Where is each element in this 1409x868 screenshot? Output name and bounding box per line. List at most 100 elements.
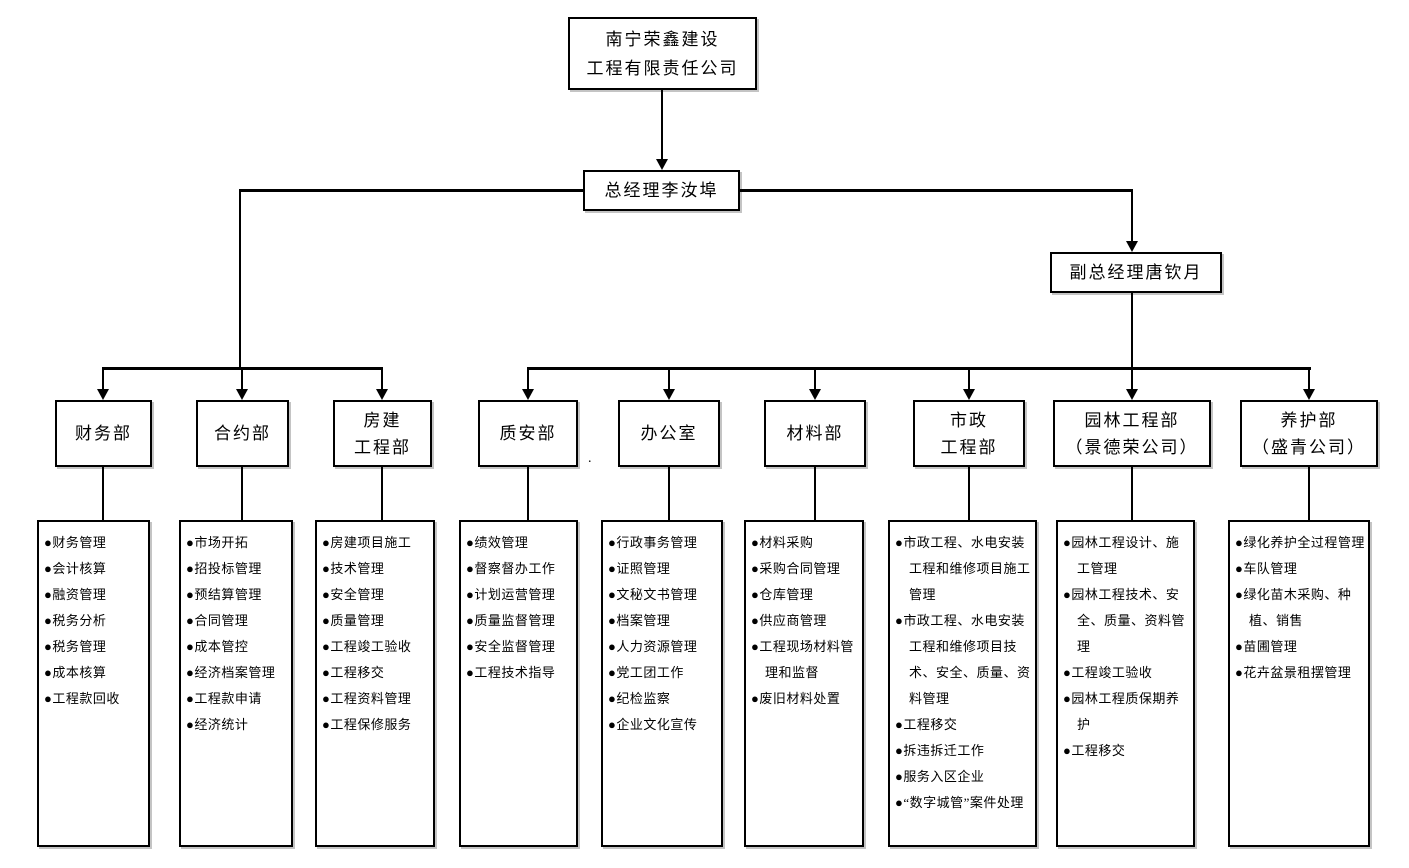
responsibility-item: ●采购合同管理 [751, 561, 841, 576]
responsibility-item: ●成本管控 [186, 639, 249, 654]
dept-box-finance: 财务部 [55, 400, 152, 467]
deputy-general-manager-box: 副总经理唐钦月 [1050, 252, 1222, 293]
responsibility-item: ●会计核算 [44, 561, 107, 576]
connector-gm-left [239, 189, 585, 192]
general-manager-box: 总经理李汝埠 [583, 170, 740, 211]
responsibility-item: ●绿化苗木采购、种植、销售 [1235, 587, 1352, 628]
responsibility-item: ●行政事务管理 [608, 535, 698, 550]
responsibility-item: ●财务管理 [44, 535, 107, 550]
connector-stem [241, 368, 243, 390]
responsibility-item: ●园林工程质保期养护 [1063, 691, 1180, 732]
responsibility-item: ●成本核算 [44, 665, 107, 680]
responsibility-item: ●安全监督管理 [466, 639, 556, 654]
dept-box-quality-safety: 质安部 [478, 400, 578, 467]
responsibility-item: ●房建项目施工 [322, 535, 412, 550]
dept-box-office: 办公室 [618, 400, 720, 467]
responsibility-item: ●质量监督管理 [466, 613, 556, 628]
responsibility-item: ●工程竣工验收 [322, 639, 412, 654]
responsibility-item: ●文秘文书管理 [608, 587, 698, 602]
responsibility-item: ●工程保修服务 [322, 717, 412, 732]
responsibility-item: ●苗圃管理 [1235, 639, 1298, 654]
dept-details-finance: ●财务管理●会计核算●融资管理●税务分析●税务管理●成本核算●工程款回收 [37, 520, 150, 847]
responsibility-item: ●计划运营管理 [466, 587, 556, 602]
responsibility-item: ●市政工程、水电安装工程和维修项目技术、安全、质量、资料管理 [895, 613, 1031, 706]
responsibility-item: ●纪检监察 [608, 691, 671, 706]
connector-dept-details [1308, 467, 1310, 520]
connector-dept-details [1131, 467, 1133, 520]
dept-details-contract: ●市场开拓●招投标管理●预结算管理●合同管理●成本管控●经济档案管理●工程款申请… [179, 520, 293, 847]
arrowhead-down [376, 389, 388, 400]
connector-stem [1308, 368, 1310, 390]
responsibility-item: ●供应商管理 [751, 613, 827, 628]
responsibility-item: ●材料采购 [751, 535, 814, 550]
connector-dept-details [102, 467, 104, 520]
responsibility-item: ●合同管理 [186, 613, 249, 628]
arrowhead-down [1126, 241, 1138, 252]
company-root-box: 南宁荣鑫建设 工程有限责任公司 [568, 17, 757, 90]
responsibility-item: ●人力资源管理 [608, 639, 698, 654]
responsibility-item: ●废旧材料处置 [751, 691, 841, 706]
connector-stem [381, 368, 383, 390]
connector-dept-details [814, 467, 816, 520]
dept-details-maintenance: ●绿化养护全过程管理●车队管理●绿化苗木采购、种植、销售●苗圃管理●花卉盆景租摆… [1228, 520, 1370, 847]
responsibility-item: ●花卉盆景租摆管理 [1235, 665, 1352, 680]
responsibility-item: ●工程竣工验收 [1063, 665, 1153, 680]
responsibility-item: ●技术管理 [322, 561, 385, 576]
responsibility-item: ●市政工程、水电安装工程和维修项目施工管理 [895, 535, 1031, 602]
dept-box-contract: 合约部 [196, 400, 289, 467]
stray-dot: . [588, 451, 592, 466]
dept-details-materials: ●材料采购●采购合同管理●仓库管理●供应商管理●工程现场材料管理和监督●废旧材料… [744, 520, 864, 847]
connector-dept-details [527, 467, 529, 520]
connector-dept-details [668, 467, 670, 520]
responsibility-item: ●拆违拆迁工作 [895, 743, 985, 758]
connector-bar-right-depts [527, 367, 1311, 370]
connector-gm-right [738, 189, 1133, 192]
responsibility-item: ●质量管理 [322, 613, 385, 628]
responsibility-item: ●证照管理 [608, 561, 671, 576]
connector-dept-details [381, 467, 383, 520]
arrowhead-down [663, 389, 675, 400]
responsibility-item: ●税务分析 [44, 613, 107, 628]
dept-box-landscape-engineering: 园林工程部 （景德荣公司） [1053, 400, 1211, 467]
responsibility-item: ●工程款申请 [186, 691, 262, 706]
connector-dgm-drop [1131, 293, 1133, 369]
responsibility-item: ●工程资料管理 [322, 691, 412, 706]
connector-stem [668, 368, 670, 390]
responsibility-item: ●预结算管理 [186, 587, 262, 602]
responsibility-item: ●企业文化宣传 [608, 717, 698, 732]
arrowhead-down [97, 389, 109, 400]
connector-dept-details [968, 467, 970, 520]
arrowhead-down [236, 389, 248, 400]
responsibility-item: ●绩效管理 [466, 535, 529, 550]
dept-box-housing-construction: 房建 工程部 [333, 400, 432, 467]
connector-to-dgm [1131, 190, 1133, 242]
responsibility-item: ●融资管理 [44, 587, 107, 602]
responsibility-item: ●工程移交 [1063, 743, 1126, 758]
arrowhead-down [1126, 389, 1138, 400]
arrowhead-down [1303, 389, 1315, 400]
dept-details-municipal-engineering: ●市政工程、水电安装工程和维修项目施工管理 ●市政工程、水电安装工程和维修项目技术… [888, 520, 1037, 847]
dept-details-housing-construction: ●房建项目施工 ●技术管理 ●安全管理 ●质量管理 ●工程竣工验收 ●工程移交 ●工程资料管… [315, 520, 435, 847]
connector-dept-details [241, 467, 243, 520]
responsibility-item: ●安全管理 [322, 587, 385, 602]
connector-stem [1131, 368, 1133, 390]
responsibility-item: ●经济统计 [186, 717, 249, 732]
responsibility-item: ●党工团工作 [608, 665, 684, 680]
dept-box-materials: 材料部 [764, 400, 866, 467]
responsibility-item: ●工程移交 [322, 665, 385, 680]
responsibility-item: ●工程技术指导 [466, 665, 556, 680]
dept-box-municipal-engineering: 市政 工程部 [913, 400, 1025, 467]
arrowhead-down [656, 159, 668, 170]
dept-details-landscape-engineering: ●园林工程设计、施工管理●园林工程技术、安全、质量、资料管理●工程竣工验收●园林… [1056, 520, 1195, 847]
dept-details-quality-safety: ●绩效管理●督察督办工作●计划运营管理●质量监督管理●安全监督管理●工程技术指导 [459, 520, 578, 847]
responsibility-item: ●园林工程设计、施工管理 [1063, 535, 1180, 576]
responsibility-item: ●工程移交 [895, 717, 958, 732]
responsibility-item: ●经济档案管理 [186, 665, 276, 680]
responsibility-item: ●档案管理 [608, 613, 671, 628]
responsibility-item: ●市场开拓 [186, 535, 249, 550]
arrowhead-down [963, 389, 975, 400]
dept-box-maintenance: 养护部 （盛青公司） [1240, 400, 1378, 467]
connector-stem [527, 368, 529, 390]
connector-stem [968, 368, 970, 390]
arrowhead-down [809, 389, 821, 400]
